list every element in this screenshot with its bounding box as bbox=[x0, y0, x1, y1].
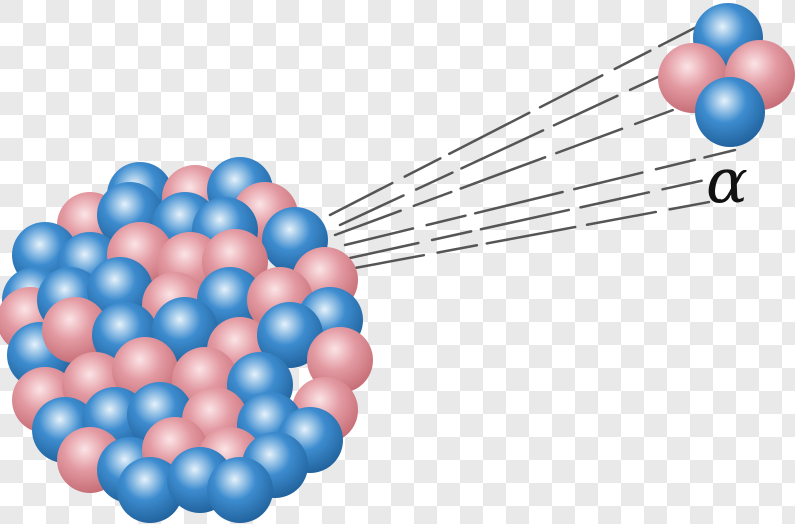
neutron bbox=[207, 457, 273, 523]
alpha-label: α bbox=[706, 150, 748, 212]
neutron bbox=[695, 77, 765, 147]
